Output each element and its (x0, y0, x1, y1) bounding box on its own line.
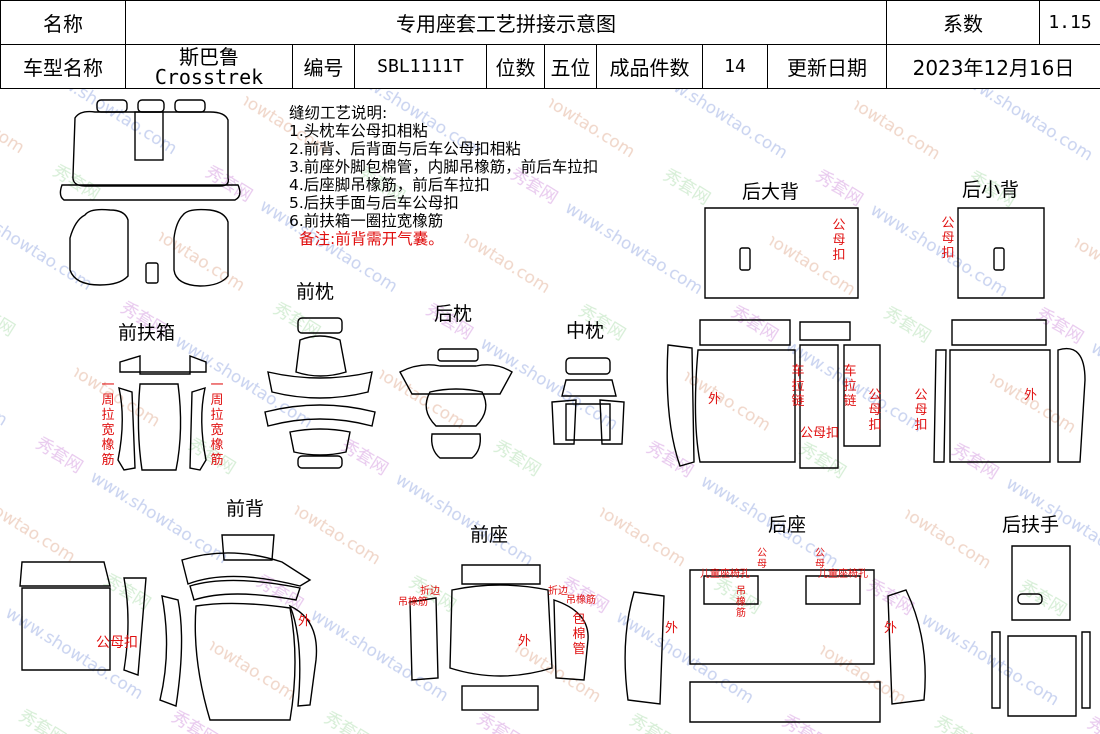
annot-big-back-snap-bottom: 公母扣 (800, 426, 840, 441)
page-title: 专用座套工艺拼接示意图 (125, 0, 887, 45)
seats-value: 五位 (544, 44, 597, 89)
date-value: 2023年12月16日 (886, 44, 1100, 89)
note-item: 3.前座外脚包棉管，内脚吊橡筋，前后车拉扣 (289, 158, 599, 176)
annot-front-seat-fold-r: 折边 (548, 586, 568, 597)
model-name: Crosstrek (154, 64, 264, 89)
rear-armrest-pattern (991, 545, 1091, 717)
annot-rear-seat-snap-r: 公母 (815, 548, 825, 570)
annot-big-back-zip1: 车拉链 (791, 364, 805, 409)
front-seat-pattern (409, 564, 589, 711)
notes-heading: 缝纫工艺说明: (289, 104, 388, 122)
notes-remark: 备注:前背需开气囊。 (299, 230, 444, 248)
note-item: 6.前扶箱一圈拉宽橡筋 (289, 212, 444, 230)
front-back-pattern (19, 534, 318, 721)
pattern-outlines (19, 99, 1091, 723)
note-item: 1.头枕车公母扣相粘 (289, 122, 428, 140)
note-item: 5.后扶手面与后车公母扣 (289, 194, 459, 212)
label-front-armrest: 前扶箱 (118, 322, 176, 344)
annot-big-back-snap-side: 公母扣 (868, 388, 882, 433)
model-label: 车型名称 (0, 44, 126, 89)
annot-rear-seat-outer-r: 外 (884, 621, 898, 636)
annot-front-seat-elastic-r: 吊橡筋 (566, 595, 596, 606)
annot-big-back-top: 公母扣 (832, 218, 846, 263)
coef-value: 1.15 (1039, 0, 1100, 45)
front-headrest-pattern (264, 317, 376, 469)
rear-small-back-pattern (933, 207, 1086, 463)
label-middle-headrest: 中枕 (566, 320, 605, 342)
note-item: 2.前背、后背面与后车公母扣相粘 (289, 140, 521, 158)
seats-label: 位数 (486, 44, 545, 89)
pieces-value: 14 (702, 44, 768, 89)
front-armrest-pattern (117, 354, 207, 471)
label-rear-big-back: 后大背 (742, 181, 800, 203)
label-rear-small-back: 后小背 (962, 179, 1020, 201)
annot-front-seat-outer: 外 (518, 634, 532, 649)
label-front-back: 前背 (226, 498, 265, 520)
code-value: SBL1111T (354, 44, 487, 89)
label-rear-armrest: 后扶手 (1002, 514, 1060, 536)
annot-front-seat-fold-l: 折边 (420, 586, 440, 597)
annot-rear-seat-elastic: 吊橡筋 (736, 586, 746, 619)
header-table: 名称 专用座套工艺拼接示意图 系数 1.15 车型名称 斯巴鲁 Crosstre… (0, 0, 1100, 89)
label-front-headrest: 前枕 (296, 281, 335, 303)
label-rear-seat: 后座 (768, 514, 807, 536)
annot-rear-seat-outer-l: 外 (665, 621, 679, 636)
annot-front-seat-cotton: 包棉管 (572, 612, 586, 657)
model-cell: 斯巴鲁 Crosstrek (125, 44, 293, 89)
rear-headrest-pattern (399, 348, 513, 459)
label-rear-headrest: 后枕 (434, 303, 473, 325)
annot-armrest-right: 一周拉宽橡筋 (210, 378, 224, 468)
rear-big-back-pattern (666, 207, 881, 469)
annot-armrest-left: 一周拉宽橡筋 (101, 378, 115, 468)
annot-front-seat-elastic-l: 吊橡筋 (398, 597, 428, 608)
pattern-diagram: 秀套网 www.showtao.com 秀套网 www.showtao.com (0, 89, 1100, 734)
sewing-notes: 缝纫工艺说明: 1.头枕车公母扣相粘 2.前背、后背面与后车公母扣相粘 3.前座… (289, 104, 598, 248)
coef-label: 系数 (886, 0, 1040, 45)
annot-front-back-outer: 外 (298, 614, 312, 629)
middle-headrest-pattern (551, 357, 625, 445)
code-label: 编号 (292, 44, 355, 89)
note-item: 4.后座脚吊橡筋，前后车拉扣 (289, 176, 490, 194)
seat-overview (59, 99, 241, 287)
annot-big-back-zip2: 车拉链 (843, 364, 857, 409)
annot-small-back-outer: 外 (1024, 388, 1038, 403)
annot-small-back-snap: 公母扣 (914, 388, 928, 433)
annot-rear-seat-child-r: 儿童座椅孔 (818, 569, 868, 580)
model-brand: 斯巴鲁 (179, 44, 239, 69)
pieces-label: 成品件数 (596, 44, 703, 89)
annot-rear-seat-snap-l: 公母 (757, 548, 767, 570)
date-label: 更新日期 (767, 44, 887, 89)
annot-big-back-outer: 外 (708, 392, 722, 407)
annot-small-back-top: 公母扣 (941, 216, 955, 261)
annot-rear-seat-child-l: 儿童座椅孔 (700, 569, 750, 580)
annot-front-back-snap: 公母扣 (96, 635, 138, 651)
name-label: 名称 (0, 0, 126, 45)
rear-seat-pattern (624, 569, 926, 723)
label-front-seat: 前座 (470, 524, 509, 546)
